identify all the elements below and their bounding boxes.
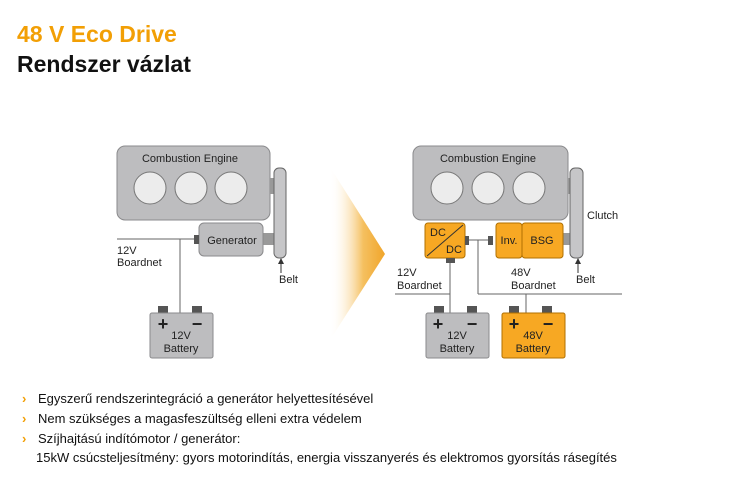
battery-48v (501, 312, 566, 359)
dcdc-label-bottom: DC (446, 244, 462, 256)
battery-label: 12V (447, 330, 467, 342)
battery-label: 12V (171, 330, 191, 342)
list-item-text: Nem szükséges a magasfeszültség elleni e… (38, 411, 362, 426)
engine-label: Combustion Engine (440, 153, 536, 165)
boardnet-label: 12V (117, 245, 137, 257)
cylinder (471, 171, 505, 205)
clutch-label: Clutch (587, 210, 618, 222)
battery-label-2: Battery (164, 343, 199, 355)
chevron-right-icon: › (22, 391, 27, 406)
belt-pulley (273, 167, 287, 259)
feature-list: › Egyszerű rendszerintegráció a generátor… (22, 389, 617, 467)
belt-label: Belt (576, 274, 595, 286)
generator-shaft (263, 233, 275, 245)
battery-12v (149, 312, 214, 359)
battery-label-2: Battery (440, 343, 475, 355)
eco-drive-system: Combustion Engine Clutch DC DC Inv. BSG … (395, 145, 622, 359)
bsg-label: BSG (530, 235, 553, 247)
list-item-subtext: 15kW csúcsteljesítmény: gyors motorindít… (36, 450, 617, 465)
bsg (521, 222, 564, 259)
list-item: › Nem szükséges a magasfeszültség elleni … (22, 409, 617, 429)
plus-sign: + (509, 314, 520, 334)
battery-12v (425, 312, 490, 359)
cylinder (214, 171, 248, 205)
boardnet-48v-label-2: Boardnet (511, 280, 556, 292)
battery-label: 48V (523, 330, 543, 342)
page-title: 48 V Eco Drive (17, 21, 177, 47)
plus-sign: + (433, 314, 444, 334)
crank-shaft (270, 178, 276, 194)
belt-label: Belt (279, 274, 298, 286)
cylinder (512, 171, 546, 205)
page-subtitle: Rendszer vázlat (17, 51, 191, 77)
dcdc-label-top: DC (430, 227, 446, 239)
boardnet-12v-label-2: Boardnet (397, 280, 442, 292)
boardnet-48v-label: 48V (511, 267, 531, 279)
plus-sign: + (158, 314, 169, 334)
list-item-text: Szíjhajtású indítómotor / generátor: (38, 431, 241, 446)
list-item: › Szíjhajtású indítómotor / generátor: 15k… (22, 429, 617, 467)
inverter-label: Inv. (501, 235, 518, 247)
chevron-right-icon: › (22, 411, 27, 426)
minus-sign: − (192, 314, 203, 334)
boardnet-12v-label: 12V (397, 267, 417, 279)
conventional-system: Combustion Engine Generator 12V Boardnet… (116, 145, 298, 359)
generator-label: Generator (207, 235, 257, 247)
chevron-right-icon: › (22, 431, 27, 446)
minus-sign: − (467, 314, 478, 334)
cylinder (174, 171, 208, 205)
minus-sign: − (543, 314, 554, 334)
engine-label: Combustion Engine (142, 153, 238, 165)
list-item-text: Egyszerű rendszerintegráció a generátor … (38, 391, 374, 406)
cylinder (133, 171, 167, 205)
transition-arrow (330, 167, 385, 340)
cylinder (430, 171, 464, 205)
belt-pulley (569, 167, 584, 259)
boardnet-label-2: Boardnet (117, 257, 162, 269)
list-item: › Egyszerű rendszerintegráció a generátor… (22, 389, 617, 409)
battery-label-2: Battery (516, 343, 551, 355)
